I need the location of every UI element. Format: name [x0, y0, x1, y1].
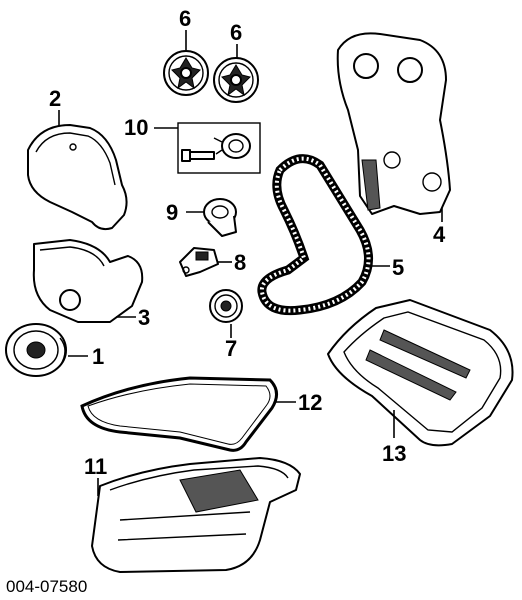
lower-timing-cover [32, 239, 144, 323]
tensioner-bracket [179, 247, 219, 277]
tensioner-pulley [213, 133, 251, 159]
structural-oil-pan [327, 299, 514, 447]
callout-8: 8 [234, 250, 246, 275]
callout-12: 12 [298, 390, 322, 415]
callout-9: 9 [166, 200, 178, 225]
tensioner-bolt [181, 149, 215, 162]
diagram-reference-code: 004-07580 [6, 577, 87, 596]
callout-4: 4 [433, 222, 446, 247]
callout-3: 3 [138, 305, 150, 330]
camshaft-sprocket-right [213, 57, 259, 103]
callout-11: 11 [84, 454, 107, 479]
callout-6-right: 6 [230, 20, 242, 45]
crankshaft-sprocket [209, 289, 243, 323]
camshaft-sprocket-left [163, 50, 209, 96]
callout-5: 5 [392, 255, 404, 280]
callout-13: 13 [382, 441, 406, 466]
callout-6-left: 6 [179, 6, 191, 31]
oil-pan-gasket [80, 376, 278, 452]
inner-timing-cover [336, 32, 451, 215]
callout-2: 2 [49, 86, 61, 111]
timing-belt [257, 154, 373, 316]
crankshaft-damper [5, 323, 67, 377]
callout-10: 10 [124, 115, 148, 140]
idler-pulley [203, 198, 237, 237]
outer-timing-cover [27, 124, 128, 231]
tensioner-kit-box [177, 122, 261, 174]
callout-1: 1 [92, 344, 104, 369]
lower-oil-pan [91, 457, 301, 573]
callout-7: 7 [225, 336, 237, 361]
